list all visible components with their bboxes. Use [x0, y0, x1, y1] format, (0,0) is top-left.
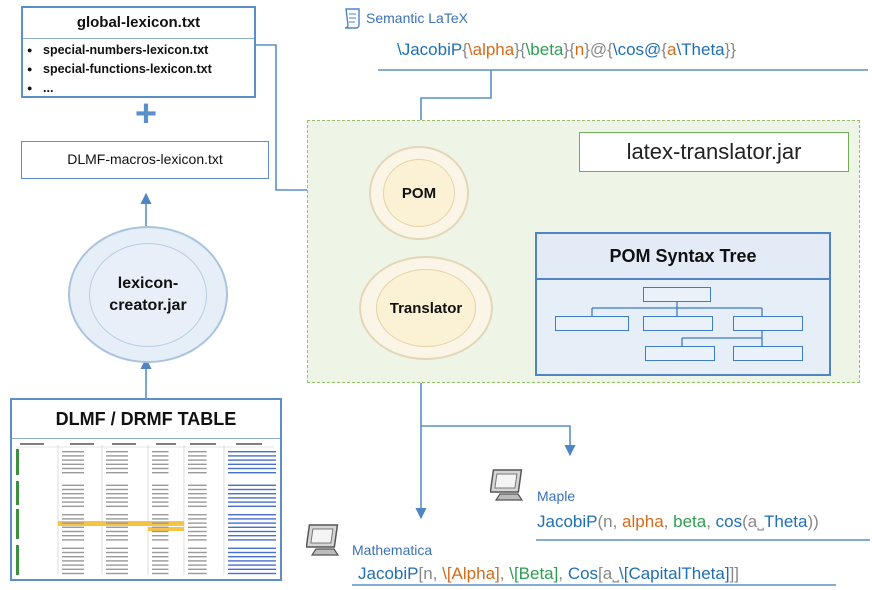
list-item: ...	[23, 79, 254, 98]
formula-token: (a	[742, 512, 758, 531]
maple-formula: JacobiP(n, alpha, beta, cos(a˽Theta))	[537, 512, 819, 532]
formula-token: \JacobiP	[397, 40, 463, 59]
mathematica-label: Mathematica	[352, 542, 433, 558]
formula-token: }{	[563, 40, 575, 59]
formula-token: \alpha	[467, 40, 515, 59]
dlmf-table-title: DLMF / DRMF TABLE	[12, 400, 280, 439]
global-lexicon-list: special-numbers-lexicon.txt special-func…	[23, 39, 254, 98]
formula-token: [a	[598, 564, 613, 583]
formula-token: }}	[724, 40, 736, 59]
pom-syntax-tree-box: POM Syntax Tree	[535, 232, 831, 376]
semantic-latex-label: Semantic LaTeX	[366, 10, 468, 26]
formula-token: ))	[807, 512, 819, 531]
formula-token: \[Alpha]	[442, 564, 500, 583]
tree-node-leaf-left	[645, 346, 715, 361]
table-thumbnail	[16, 443, 276, 575]
pom-node: POM	[369, 146, 469, 240]
tree-node-right	[733, 316, 803, 331]
formula-token: ,	[499, 564, 510, 583]
macros-lexicon-box: DLMF-macros-lexicon.txt	[21, 141, 269, 179]
tree-node-middle	[643, 316, 713, 331]
formula-token: JacobiP	[358, 564, 419, 583]
formula-token: Cos	[567, 564, 599, 583]
formula-token: ]]	[729, 564, 740, 583]
lexicon-creator-label: lexicon-creator.jar	[109, 274, 187, 314]
lexicon-creator-node: lexicon-creator.jar	[68, 226, 228, 363]
tree-node-root	[643, 287, 711, 302]
list-item: special-numbers-lexicon.txt	[23, 41, 254, 60]
formula-token: \Theta	[676, 40, 725, 59]
maple-label: Maple	[537, 488, 576, 504]
tree-diagram	[537, 280, 829, 376]
formula-token: JacobiP	[537, 512, 598, 531]
formula-token: \beta	[525, 40, 564, 59]
formula-token: ˽	[612, 564, 619, 583]
scroll-icon	[344, 8, 360, 29]
formula-token: (n,	[597, 512, 623, 531]
formula-token: {	[661, 40, 667, 59]
formula-token: {	[462, 40, 468, 59]
formula-token: [n,	[418, 564, 443, 583]
formula-token: ,	[706, 512, 716, 531]
translator-label: Translator	[389, 299, 463, 317]
formula-token: ,	[558, 564, 568, 583]
mathematica-formula: JacobiP[n, \[Alpha], \[Beta], Cos[a˽\[Ca…	[358, 564, 739, 584]
translator-jar-label: latex-translator.jar	[579, 132, 849, 172]
formula-token: \[Beta]	[509, 564, 559, 583]
plus-icon: +	[134, 93, 158, 135]
monitor-icon	[306, 524, 340, 556]
global-lexicon-title: global-lexicon.txt	[23, 8, 254, 39]
global-lexicon-box: global-lexicon.txt special-numbers-lexic…	[21, 6, 256, 98]
formula-token: }{	[514, 40, 526, 59]
formula-token: \[CapitalTheta]	[619, 564, 730, 583]
list-item: special-functions-lexicon.txt	[23, 60, 254, 79]
tree-node-leaf-right	[733, 346, 803, 361]
formula-token: n	[574, 40, 585, 59]
pom-syntax-tree-title: POM Syntax Tree	[537, 234, 829, 280]
formula-token: ˽	[757, 512, 765, 531]
semantic-latex-formula: \JacobiP{\alpha}{\beta}{n}@{\cos@{a\Thet…	[397, 40, 736, 60]
tree-node-left	[555, 316, 629, 331]
formula-token: a	[666, 40, 677, 59]
formula-token: }@{	[584, 40, 613, 59]
formula-token: cos	[715, 512, 743, 531]
formula-token: Theta	[764, 512, 808, 531]
formula-token: beta	[673, 512, 707, 531]
formula-token: ,	[663, 512, 674, 531]
monitor-icon	[490, 469, 524, 501]
translator-node: Translator	[359, 256, 493, 360]
pom-label: POM	[401, 184, 437, 202]
dlmf-table-box: DLMF / DRMF TABLE	[10, 398, 282, 581]
formula-token: alpha	[622, 512, 664, 531]
formula-token: \cos@	[612, 40, 662, 59]
